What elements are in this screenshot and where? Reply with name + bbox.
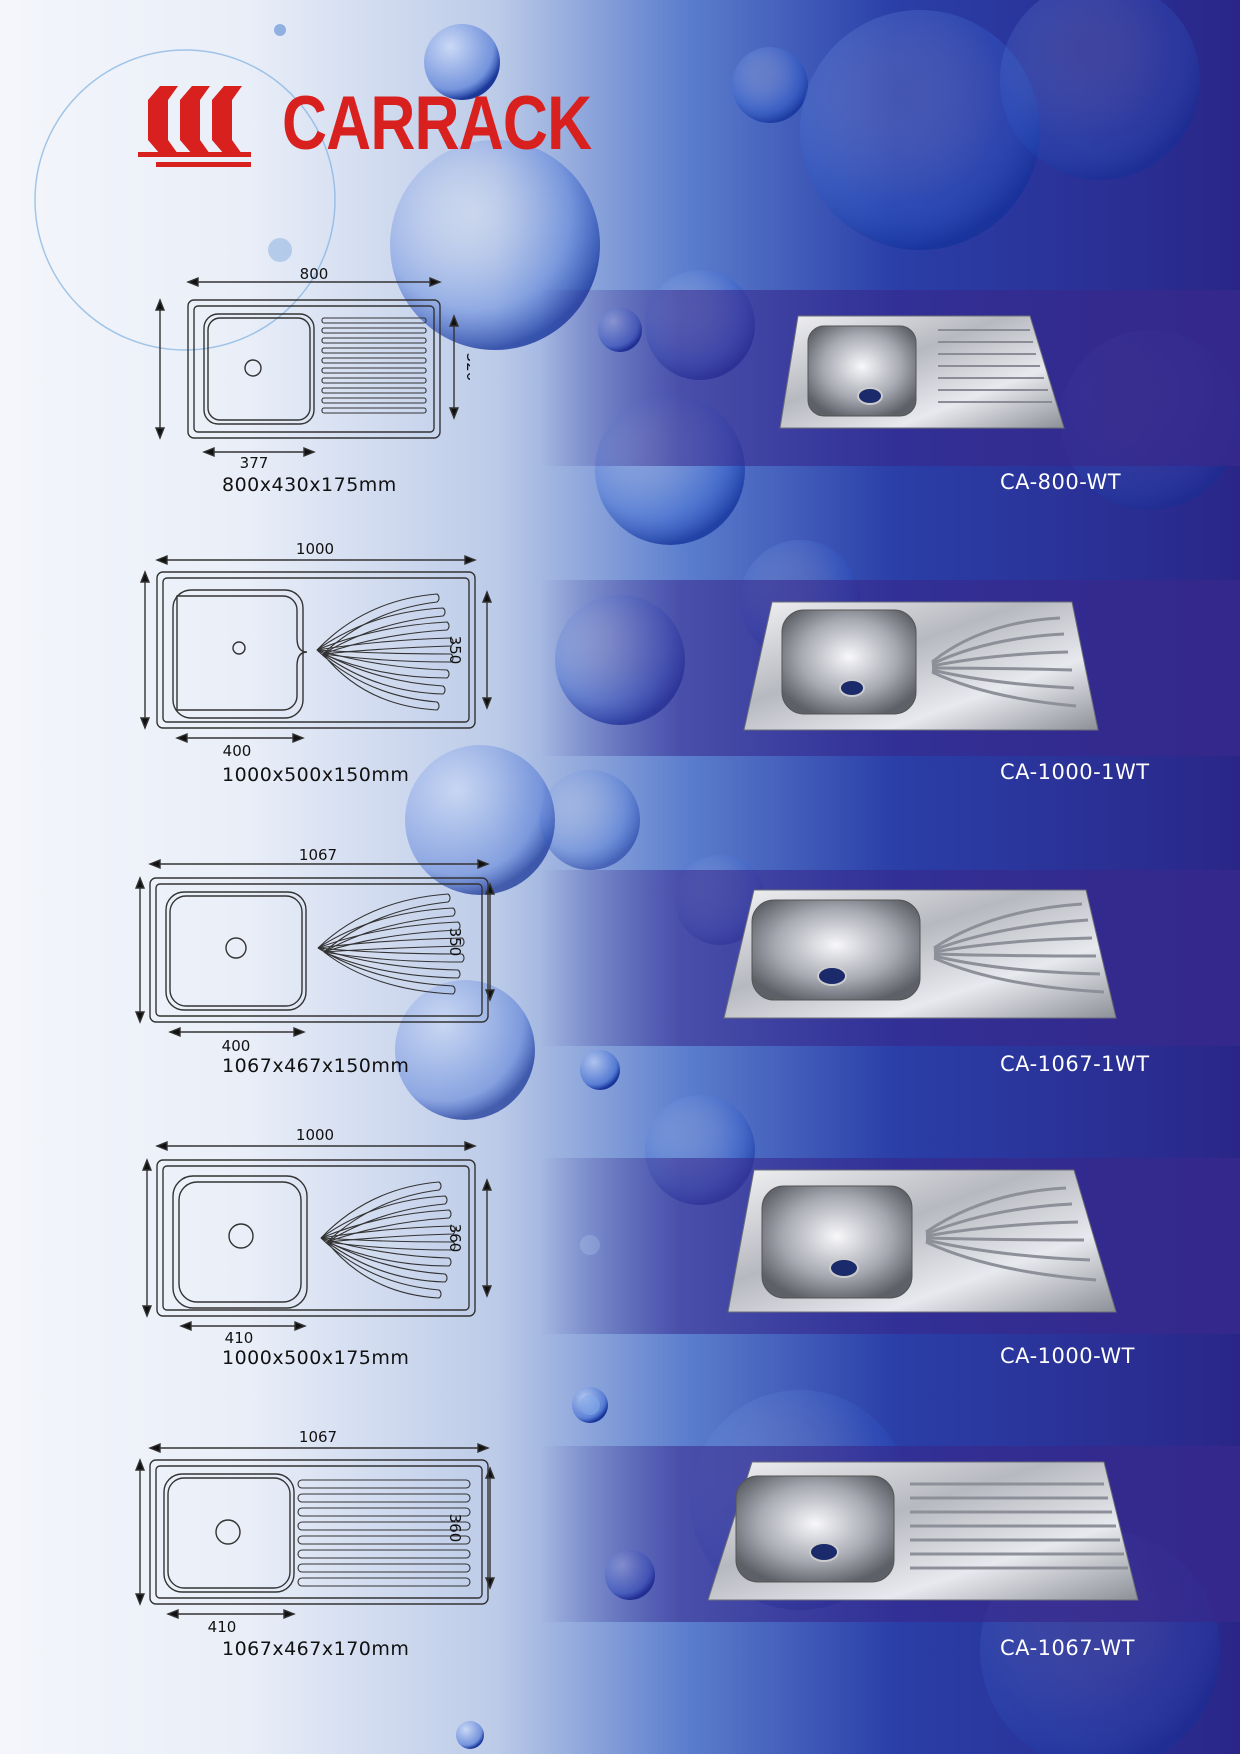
sink-drawing-ca-1000: 1000 500 360 410 bbox=[141, 1128, 493, 1347]
product-model: CA-800-WT bbox=[1000, 470, 1122, 494]
dim-width: 800 bbox=[300, 268, 329, 283]
dim-width: 1000 bbox=[296, 540, 334, 558]
dim-width: 1000 bbox=[296, 1128, 334, 1144]
product-spec: 1000x500x175mm bbox=[222, 1347, 410, 1369]
dim-bowl-width: 400 bbox=[222, 1037, 251, 1055]
dim-width: 1067 bbox=[299, 848, 337, 864]
sink-photo-ca-1000 bbox=[727, 1169, 1117, 1313]
dim-bowl-width: 410 bbox=[225, 1329, 254, 1347]
dim-drainer-height: 350 bbox=[446, 928, 464, 957]
sink-drawing-ca-1067-1: 1067 467 350 400 bbox=[134, 848, 496, 1055]
brand-name: CARRACK bbox=[282, 81, 592, 166]
product-spec: 1067x467x170mm bbox=[222, 1638, 410, 1660]
carrack-logo-mark-icon bbox=[138, 86, 251, 167]
sink-photo-ca-1067 bbox=[707, 1461, 1139, 1601]
sink-drawing-ca-800: 800 430 320 377 bbox=[154, 268, 470, 468]
dim-width: 1067 bbox=[299, 1428, 337, 1446]
product-model: CA-1000-WT bbox=[1000, 1344, 1135, 1368]
sink-photo-ca-1000-1 bbox=[743, 601, 1099, 731]
dim-bowl-width: 377 bbox=[240, 454, 269, 468]
carrack-logo: CARRACK bbox=[130, 80, 592, 180]
product-spec: 1000x500x150mm bbox=[222, 764, 410, 786]
sink-drawing-ca-1000-1: 1000 500 350 400 bbox=[139, 540, 493, 760]
dim-drainer-height: 360 bbox=[446, 1514, 464, 1543]
sink-drawing-ca-1067: 1067 467 360 410 bbox=[134, 1428, 496, 1636]
sink-photo-ca-800 bbox=[779, 315, 1065, 429]
dim-drainer-height: 350 bbox=[446, 636, 464, 665]
dim-drainer-height: 360 bbox=[446, 1224, 464, 1253]
dim-drainer-height: 320 bbox=[463, 353, 470, 382]
product-spec: 800x430x175mm bbox=[222, 474, 397, 496]
dim-bowl-width: 410 bbox=[208, 1618, 237, 1636]
product-spec: 1067x467x150mm bbox=[222, 1055, 410, 1077]
dim-bowl-width: 400 bbox=[223, 742, 252, 760]
product-model: CA-1067-WT bbox=[1000, 1636, 1135, 1660]
product-model: CA-1067-1WT bbox=[1000, 1052, 1150, 1076]
sink-photo-ca-1067-1 bbox=[723, 889, 1117, 1019]
product-model: CA-1000-1WT bbox=[1000, 760, 1150, 784]
